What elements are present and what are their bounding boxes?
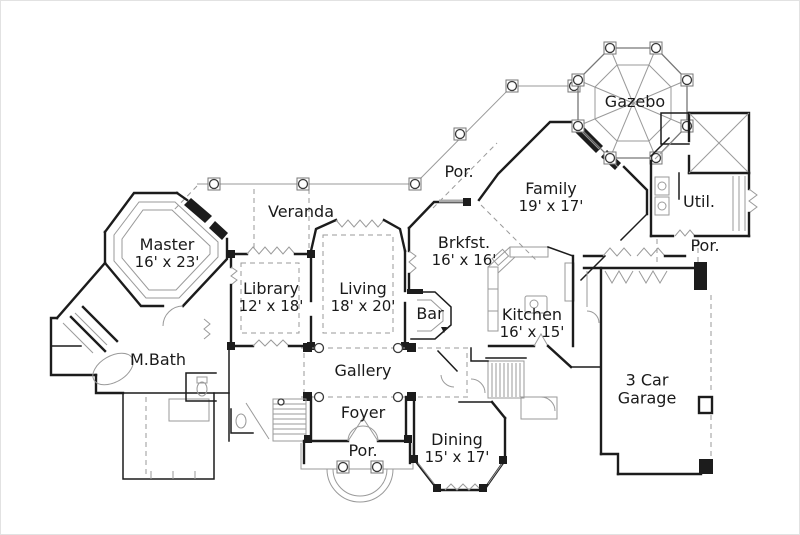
stairs-back xyxy=(436,347,527,399)
room-dims: 12' x 18' xyxy=(238,296,304,315)
room-name: Kitchen xyxy=(501,304,563,324)
room-dims: 15' x 17' xyxy=(424,447,490,466)
room-label-breakfast: Brkfst. 16' x 16' xyxy=(432,234,497,268)
room-name: Por. xyxy=(690,236,720,256)
room-label-porch-right: Por. xyxy=(690,237,719,255)
room-name: Library xyxy=(243,278,299,298)
room-name: Foyer xyxy=(340,403,386,423)
master-group xyxy=(103,191,229,327)
room-name: Master xyxy=(139,234,195,254)
room-name: Veranda xyxy=(267,202,335,222)
room-label-living: Living 18' x 20' xyxy=(331,280,396,314)
foyer-group xyxy=(302,395,412,443)
x-room xyxy=(649,111,751,175)
room-name: Living xyxy=(339,278,387,298)
room-label-master: Master 16' x 23' xyxy=(135,236,200,270)
room-label-gallery: Gallery xyxy=(335,362,392,380)
dining-group xyxy=(410,399,507,492)
kitchen-group xyxy=(487,246,575,369)
room-name: Gallery xyxy=(334,361,392,381)
gazebo-group xyxy=(571,41,694,165)
room-name: Brkfst. xyxy=(437,232,491,252)
room-label-family: Family 19' x 17' xyxy=(519,180,584,214)
room-label-library: Library 12' x 18' xyxy=(239,280,304,314)
room-label-bar: Bar xyxy=(416,305,443,323)
room-label-garage: 3 Car Garage xyxy=(618,371,677,406)
room-dims: 16' x 16' xyxy=(431,250,497,269)
room-label-porch-bottom: Por. xyxy=(348,442,377,460)
stairs-main xyxy=(245,398,307,442)
room-dims: 16' x 15' xyxy=(499,322,565,341)
room-label-utility: Util. xyxy=(683,193,715,211)
breakfast-group xyxy=(407,198,539,294)
room-label-foyer: Foyer xyxy=(341,404,385,422)
room-name: Dining xyxy=(431,429,483,449)
room-name: Bar xyxy=(416,304,444,324)
room-name: Family xyxy=(525,178,577,198)
room-name: Gazebo xyxy=(604,92,666,112)
room-label-porch-top: Por. xyxy=(444,163,473,181)
room-name: Por. xyxy=(348,441,378,461)
room-label-veranda: Veranda xyxy=(268,203,334,221)
room-label-dining: Dining 15' x 17' xyxy=(425,431,490,465)
living-group xyxy=(309,218,409,350)
veranda-group xyxy=(172,79,581,249)
room-label-master-bath: M.Bath xyxy=(130,351,186,369)
gallery-group xyxy=(301,342,469,403)
room-dims: 19' x 17' xyxy=(518,196,584,215)
bar-group xyxy=(407,289,452,340)
utility-group xyxy=(649,159,758,238)
library-group xyxy=(227,246,315,350)
master-bath-group xyxy=(49,261,254,480)
room-label-gazebo: Gazebo xyxy=(605,93,665,111)
room-dims: 18' x 20' xyxy=(330,296,396,315)
room-name: Util. xyxy=(683,192,715,212)
garage-group xyxy=(520,247,714,476)
room-name: Garage xyxy=(617,388,677,407)
room-name: M.Bath xyxy=(129,350,187,370)
porch-right-group xyxy=(656,239,699,265)
room-label-kitchen: Kitchen 16' x 15' xyxy=(500,306,565,340)
room-dims: 16' x 23' xyxy=(134,252,200,271)
room-name: Por. xyxy=(444,162,474,182)
room-name: 3 Car xyxy=(625,370,669,390)
